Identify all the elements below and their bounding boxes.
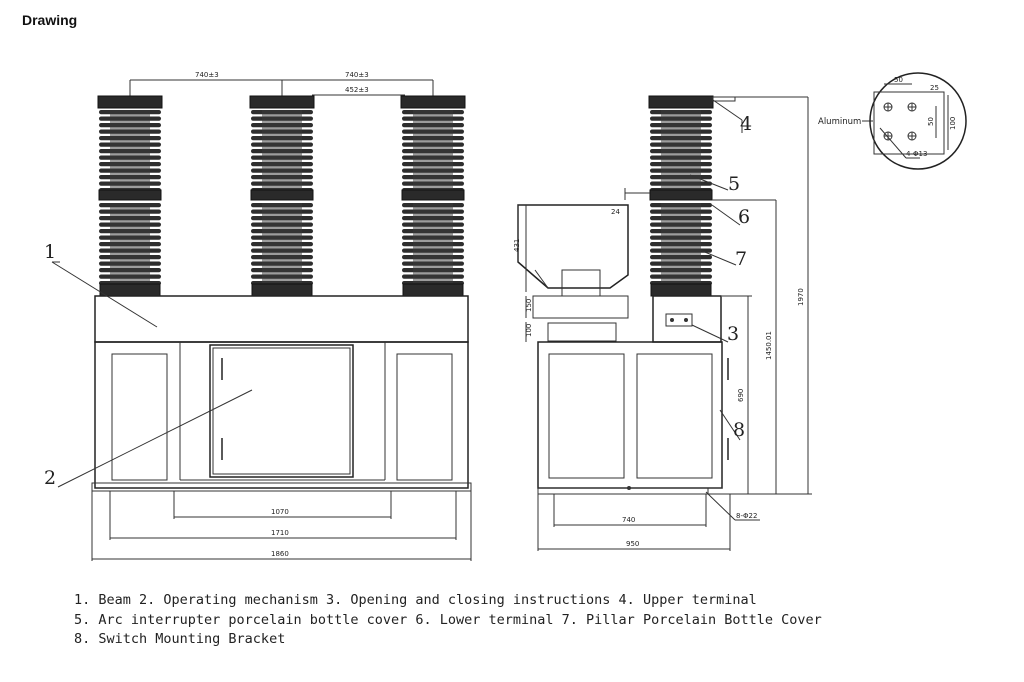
dim-150: 150 [525, 299, 533, 312]
detail-holes: 4-Φ13 [906, 150, 927, 158]
drawing-title: Drawing [22, 12, 78, 28]
dim-1710: 1710 [271, 529, 289, 537]
insulator-pillars [97, 95, 466, 297]
dim-690: 690 [737, 389, 745, 402]
dim-740-right: 740±3 [345, 71, 369, 79]
detail-dim-50v: 50 [927, 117, 935, 126]
dim-1070: 1070 [271, 508, 289, 516]
side-cabinet [537, 341, 723, 489]
terminal-detail: Aluminum 50 25 50 100 4-Φ13 [818, 72, 967, 170]
legend: 1. Beam 2. Operating mechanism 3. Openin… [74, 591, 822, 650]
insulator-pillar-right [400, 95, 466, 297]
detail-dim-100: 100 [949, 117, 957, 130]
callout-2: 2 [44, 467, 56, 489]
insulator-pillar-left [97, 95, 163, 297]
beam [94, 295, 469, 343]
dim-740-left: 740±3 [195, 71, 219, 79]
callout-1: 1 [44, 241, 56, 263]
legend-line-1: 1. Beam 2. Operating mechanism 3. Openin… [74, 592, 757, 608]
detail-label: Aluminum [818, 117, 861, 127]
side-view: 431 150 100 24 1970 1450.01 690 740 950 … [513, 95, 812, 551]
callout-3: 3 [727, 323, 739, 345]
callout-5: 5 [728, 173, 740, 195]
operating-mechanism-door [209, 344, 354, 478]
callout-7: 7 [735, 248, 747, 270]
callout-4: 4 [740, 113, 752, 135]
cabinet [94, 341, 469, 489]
dim-452: 452±3 [345, 86, 369, 94]
front-view: 740±3 740±3 452±3 1070 1710 1860 [44, 71, 472, 561]
insulator-pillar-side [648, 95, 714, 297]
dim-24: 24 [611, 208, 620, 216]
dim-1450: 1450.01 [765, 331, 773, 360]
dim-950: 950 [626, 540, 639, 548]
dim-8-holes: 8-Φ22 [736, 512, 757, 520]
callout-8: 8 [733, 419, 745, 441]
detail-dim-25: 25 [930, 84, 939, 92]
dim-1970: 1970 [797, 288, 805, 306]
side-insulator-pillar [648, 95, 714, 297]
detail-dim-50: 50 [894, 76, 903, 84]
callout-6: 6 [738, 206, 750, 228]
dim-1860: 1860 [271, 550, 289, 558]
insulator-pillar-center [249, 95, 315, 297]
dim-431: 431 [513, 239, 521, 252]
dim-740-side: 740 [622, 516, 635, 524]
legend-line-3: 8. Switch Mounting Bracket [74, 631, 286, 647]
dim-100: 100 [525, 324, 533, 337]
legend-line-2: 5. Arc interrupter porcelain bottle cove… [74, 611, 822, 628]
